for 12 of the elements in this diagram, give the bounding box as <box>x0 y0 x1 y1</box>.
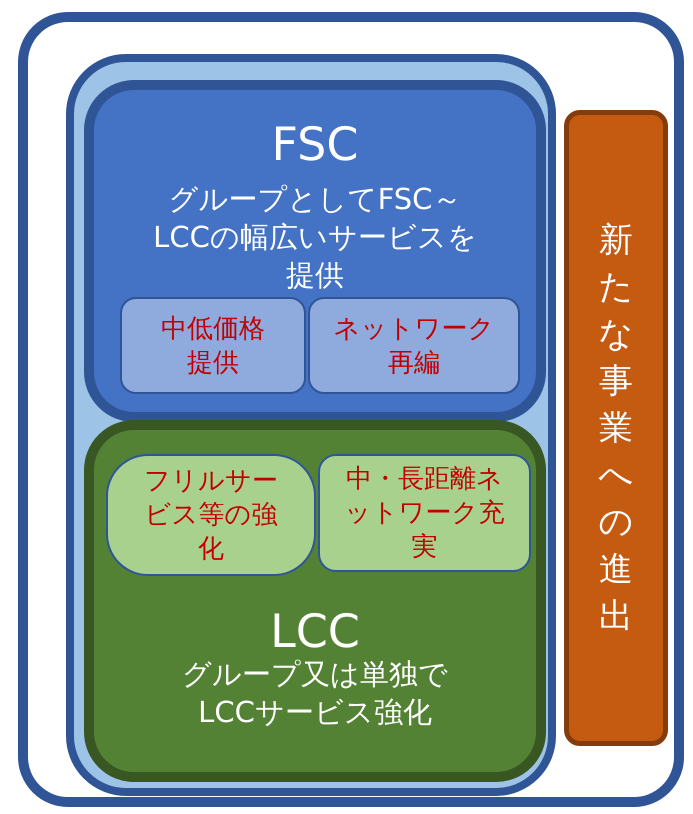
group-description: グループ又は単独でLCCサービス強化 <box>181 656 449 731</box>
group-box <box>84 420 546 782</box>
strategy-box: フリルサービス等の強化 <box>106 454 316 576</box>
vertical-bar <box>564 110 668 746</box>
group-title: FSC <box>270 118 360 170</box>
group-description: グループとしてFSC～LCCの幅広いサービスを提供 <box>152 181 478 294</box>
group-box <box>84 80 546 422</box>
vertical-label: 新たな事業への進出 <box>598 218 634 638</box>
strategy-box: ネットワーク再編 <box>308 297 520 394</box>
strategy-box: 中低価格提供 <box>120 297 306 394</box>
strategy-box: 中・長距離ネットワーク充実 <box>318 454 531 572</box>
group-title: LCC <box>269 605 361 657</box>
